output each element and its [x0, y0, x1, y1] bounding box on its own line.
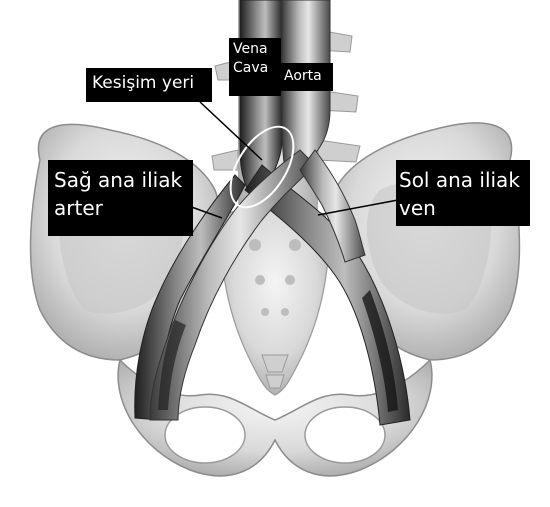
intersection-label-text: Kesişim yeri: [92, 74, 212, 94]
aorta-label: Aorta: [281, 63, 333, 91]
aorta-label-text: Aorta: [284, 68, 333, 84]
left-vein-label-line1: Sol ana iliak: [399, 166, 530, 194]
vena-cava-label-line2: Cava: [233, 59, 281, 78]
right-artery-label-line2: arter: [54, 194, 193, 222]
vena-cava-label-line1: Vena: [233, 40, 281, 59]
left-vein-label-line2: ven: [399, 194, 530, 222]
intersection-label: Kesişim yeri: [86, 68, 212, 102]
right-artery-label-line1: Sağ ana iliak: [54, 166, 193, 194]
left-common-iliac-vein-label: Sol ana iliak ven: [396, 160, 530, 226]
right-common-iliac-artery-label: Sağ ana iliak arter: [48, 160, 193, 236]
vena-cava-label: Vena Cava: [229, 38, 281, 96]
